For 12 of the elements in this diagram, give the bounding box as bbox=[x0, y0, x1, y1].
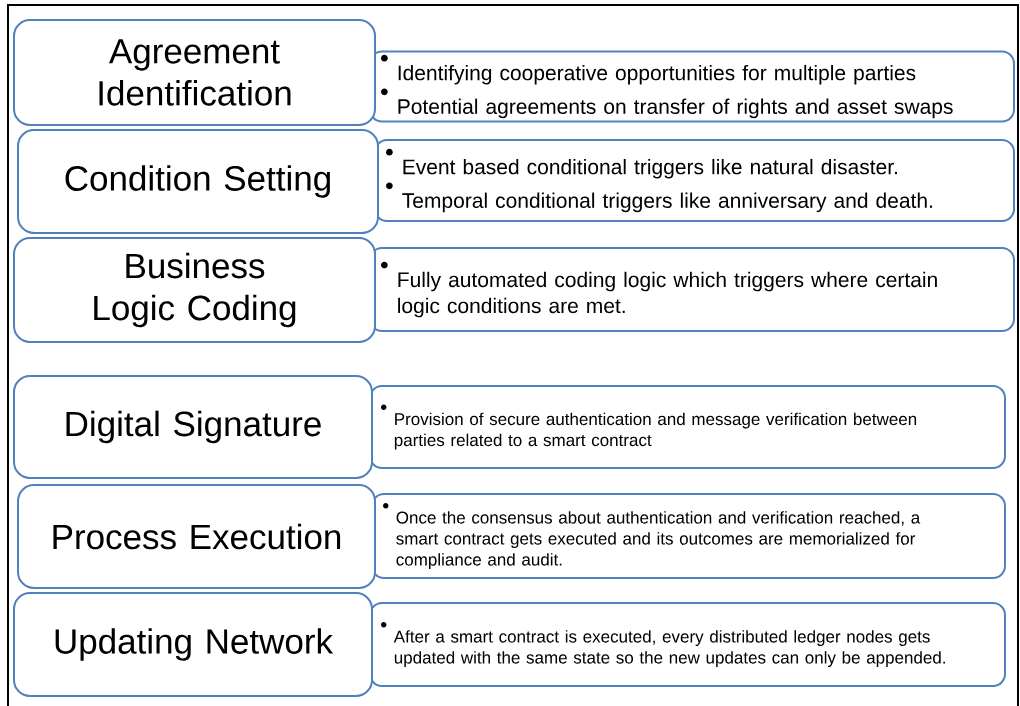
description-box: After a smart contract is executed, every distributed ledger nodes gets updated with the same state so the new updates can only be appended. bbox=[369, 602, 1006, 687]
description-box: Fully automated coding logic which triggers where certain logic conditions are met. bbox=[369, 247, 1015, 332]
title-box: Updating Network bbox=[13, 592, 373, 697]
description-box: Provision of secure authentication and message verification between parties related to a smart contract bbox=[369, 385, 1006, 469]
title-box: Business Logic Coding bbox=[13, 237, 376, 343]
description-box: Once the consensus about authentication and verification reached, a smart contract gets executed and its outcomes are memorialized for compliance and audit. bbox=[371, 493, 1006, 579]
title-box: Condition Setting bbox=[17, 129, 379, 234]
description-box: Event based conditional triggers like natural disaster. Temporal conditional triggers like anniversary and death. bbox=[374, 139, 1015, 222]
title-box: Agreement Identification bbox=[13, 19, 376, 126]
title-box: Digital Signature bbox=[13, 375, 373, 479]
title-box: Process Execution bbox=[17, 484, 376, 589]
description-box: Identifying cooperative opportunities for multiple parties Potential agreements on transfer of rights and asset swaps bbox=[369, 50, 1015, 123]
